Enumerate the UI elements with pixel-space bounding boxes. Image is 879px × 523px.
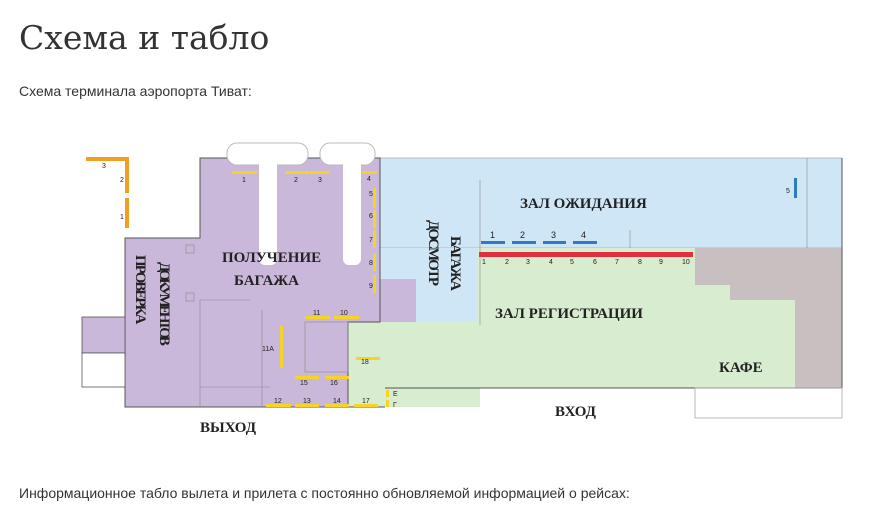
svg-text:2: 2 bbox=[120, 177, 124, 184]
svg-text:Е: Е bbox=[393, 391, 398, 398]
svg-text:10: 10 bbox=[340, 310, 348, 317]
svg-text:7: 7 bbox=[369, 237, 373, 244]
svg-text:11: 11 bbox=[313, 310, 320, 317]
waiting-hall-zone bbox=[379, 157, 843, 249]
svg-text:5: 5 bbox=[786, 188, 790, 195]
svg-text:6: 6 bbox=[593, 259, 597, 266]
svg-text:17: 17 bbox=[362, 398, 370, 405]
label-baggage-claim: ПОЛУЧЕНИЕ bbox=[222, 250, 321, 266]
label-screening: ДОСМОТР bbox=[425, 220, 441, 286]
label-entrance: ВХОД bbox=[555, 404, 597, 420]
label-baggage: БАГАЖА bbox=[447, 236, 463, 291]
svg-text:11A: 11A bbox=[262, 346, 274, 353]
svg-text:3: 3 bbox=[526, 259, 530, 266]
svg-text:1: 1 bbox=[482, 259, 486, 266]
svg-text:4: 4 bbox=[581, 230, 586, 240]
svg-text:1: 1 bbox=[120, 214, 124, 221]
svg-text:4: 4 bbox=[549, 259, 553, 266]
svg-text:Г: Г bbox=[393, 402, 397, 409]
svg-text:1: 1 bbox=[242, 177, 246, 184]
svg-text:9: 9 bbox=[659, 259, 663, 266]
svg-text:16: 16 bbox=[330, 380, 338, 387]
label-documents: ДОКУМЕНТОВ bbox=[156, 262, 172, 346]
svg-text:4: 4 bbox=[367, 176, 371, 183]
svg-text:14: 14 bbox=[333, 398, 341, 405]
svg-text:12: 12 bbox=[274, 398, 282, 405]
label-checkin-hall: ЗАЛ РЕГИСТРАЦИИ bbox=[495, 306, 643, 322]
svg-text:3: 3 bbox=[551, 230, 556, 240]
svg-text:5: 5 bbox=[369, 191, 373, 198]
svg-text:2: 2 bbox=[520, 230, 525, 240]
map-caption: Схема терминала аэропорта Тиват: bbox=[19, 83, 252, 99]
checkin-hall-zone bbox=[477, 248, 695, 388]
label-cafe: КАФЕ bbox=[719, 360, 763, 376]
svg-text:7: 7 bbox=[615, 259, 619, 266]
svg-text:1: 1 bbox=[490, 230, 495, 240]
svg-text:15: 15 bbox=[300, 380, 308, 387]
svg-text:5: 5 bbox=[570, 259, 574, 266]
page-title: Схема и табло bbox=[19, 18, 270, 57]
svg-text:3: 3 bbox=[102, 163, 106, 170]
cafe-zone bbox=[695, 285, 795, 388]
svg-text:18: 18 bbox=[361, 359, 369, 366]
label-baggage-claim-2: БАГАЖА bbox=[234, 273, 299, 289]
svg-text:10: 10 bbox=[682, 259, 690, 266]
checkin-counters bbox=[479, 252, 693, 257]
flight-board-caption: Информационное табло вылета и прилета с … bbox=[19, 485, 630, 501]
svg-text:6: 6 bbox=[369, 213, 373, 220]
label-passport-control: ПРОВЕРКА bbox=[132, 255, 148, 324]
label-waiting-hall: ЗАЛ ОЖИДАНИЯ bbox=[520, 196, 647, 212]
svg-text:2: 2 bbox=[294, 177, 298, 184]
svg-text:8: 8 bbox=[638, 259, 642, 266]
svg-text:2: 2 bbox=[505, 259, 509, 266]
svg-text:9: 9 bbox=[369, 283, 373, 290]
svg-text:3: 3 bbox=[318, 177, 322, 184]
label-exit: ВЫХОД bbox=[200, 420, 257, 436]
svg-text:8: 8 bbox=[369, 260, 373, 267]
svg-text:13: 13 bbox=[303, 398, 311, 405]
